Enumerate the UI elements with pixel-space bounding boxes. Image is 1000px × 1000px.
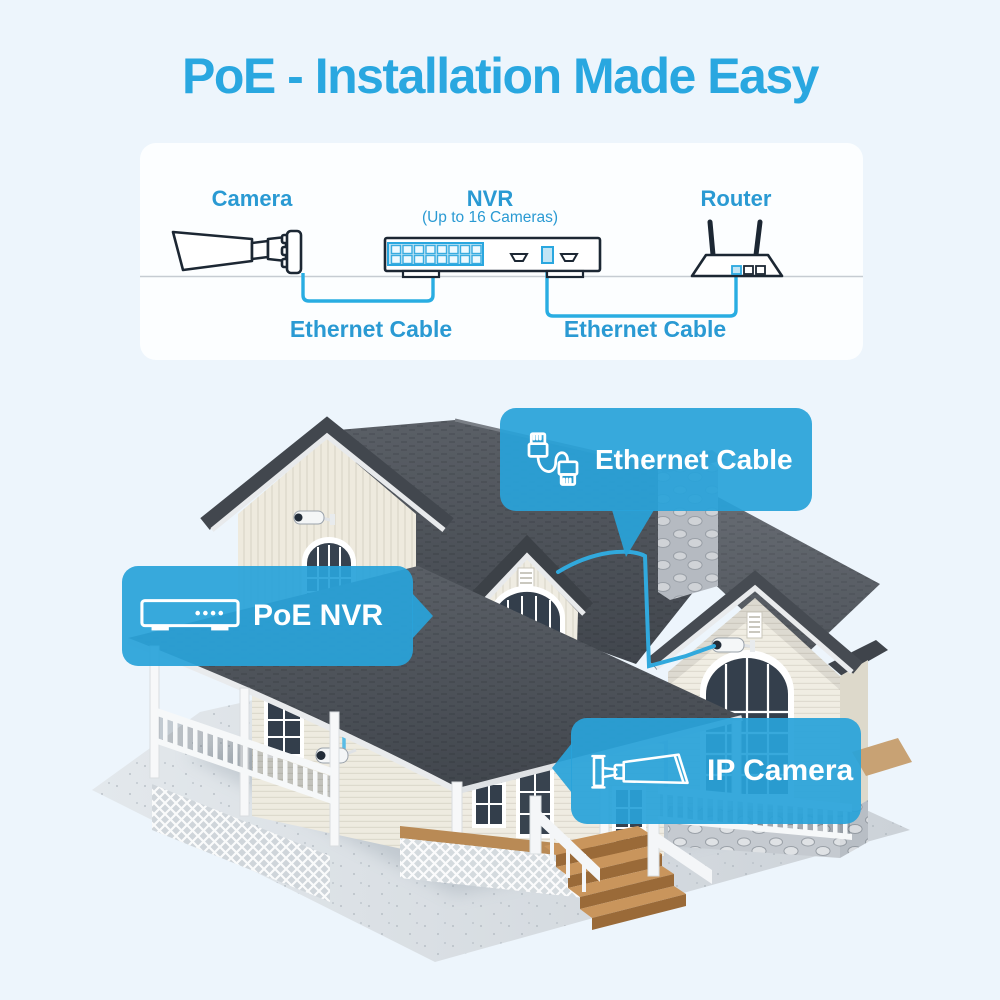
porch-post — [329, 711, 340, 847]
page-title: PoE - Installation Made Easy — [182, 48, 819, 104]
bullet-camera-icon — [591, 753, 689, 789]
camera-label: Camera — [211, 186, 293, 211]
security-camera-left-gable — [293, 510, 335, 525]
callout-poe-nvr: PoE NVR — [122, 566, 433, 666]
callout-label: PoE NVR — [253, 599, 384, 632]
nvr-label: NVR — [466, 186, 514, 211]
cellar-hatch — [852, 738, 912, 776]
callout-label: Ethernet Cable — [595, 443, 793, 475]
front-stairs — [529, 795, 712, 930]
callout-ethernet-cable: Ethernet Cable — [500, 408, 812, 557]
uplink-port — [541, 246, 554, 264]
callout-ip-camera: IP Camera — [552, 718, 861, 824]
router-illustration — [690, 219, 784, 278]
ethernet-cable-icon — [527, 431, 579, 486]
ethernet-cable-label-left: Ethernet Cable — [289, 316, 453, 342]
router-antenna-right — [753, 219, 763, 258]
ethernet-cable-label-right: Ethernet Cable — [563, 316, 727, 342]
callout-pointer-right — [412, 593, 433, 639]
right-wing-louver-vent — [746, 611, 763, 639]
nvr-sublabel: (Up to 16 Cameras) — [421, 209, 559, 226]
stair-railing-left — [529, 795, 600, 892]
callout-pointer-left — [552, 743, 572, 793]
callout-label: IP Camera — [707, 754, 854, 787]
connection-diagram — [140, 219, 863, 318]
ethernet-cable-line-left — [301, 253, 435, 303]
nvr-icon — [140, 599, 240, 631]
router-antenna-left — [707, 219, 716, 258]
ethernet-cable-line-right — [545, 255, 738, 318]
bullet-camera-illustration — [171, 229, 303, 275]
router-label: Router — [700, 186, 772, 211]
porch-railing-left — [157, 708, 332, 804]
nvr-illustration — [383, 236, 602, 279]
security-camera-right-wing — [711, 637, 755, 653]
porch-lattice-left — [152, 784, 330, 902]
callout-pointer-down — [612, 510, 654, 557]
